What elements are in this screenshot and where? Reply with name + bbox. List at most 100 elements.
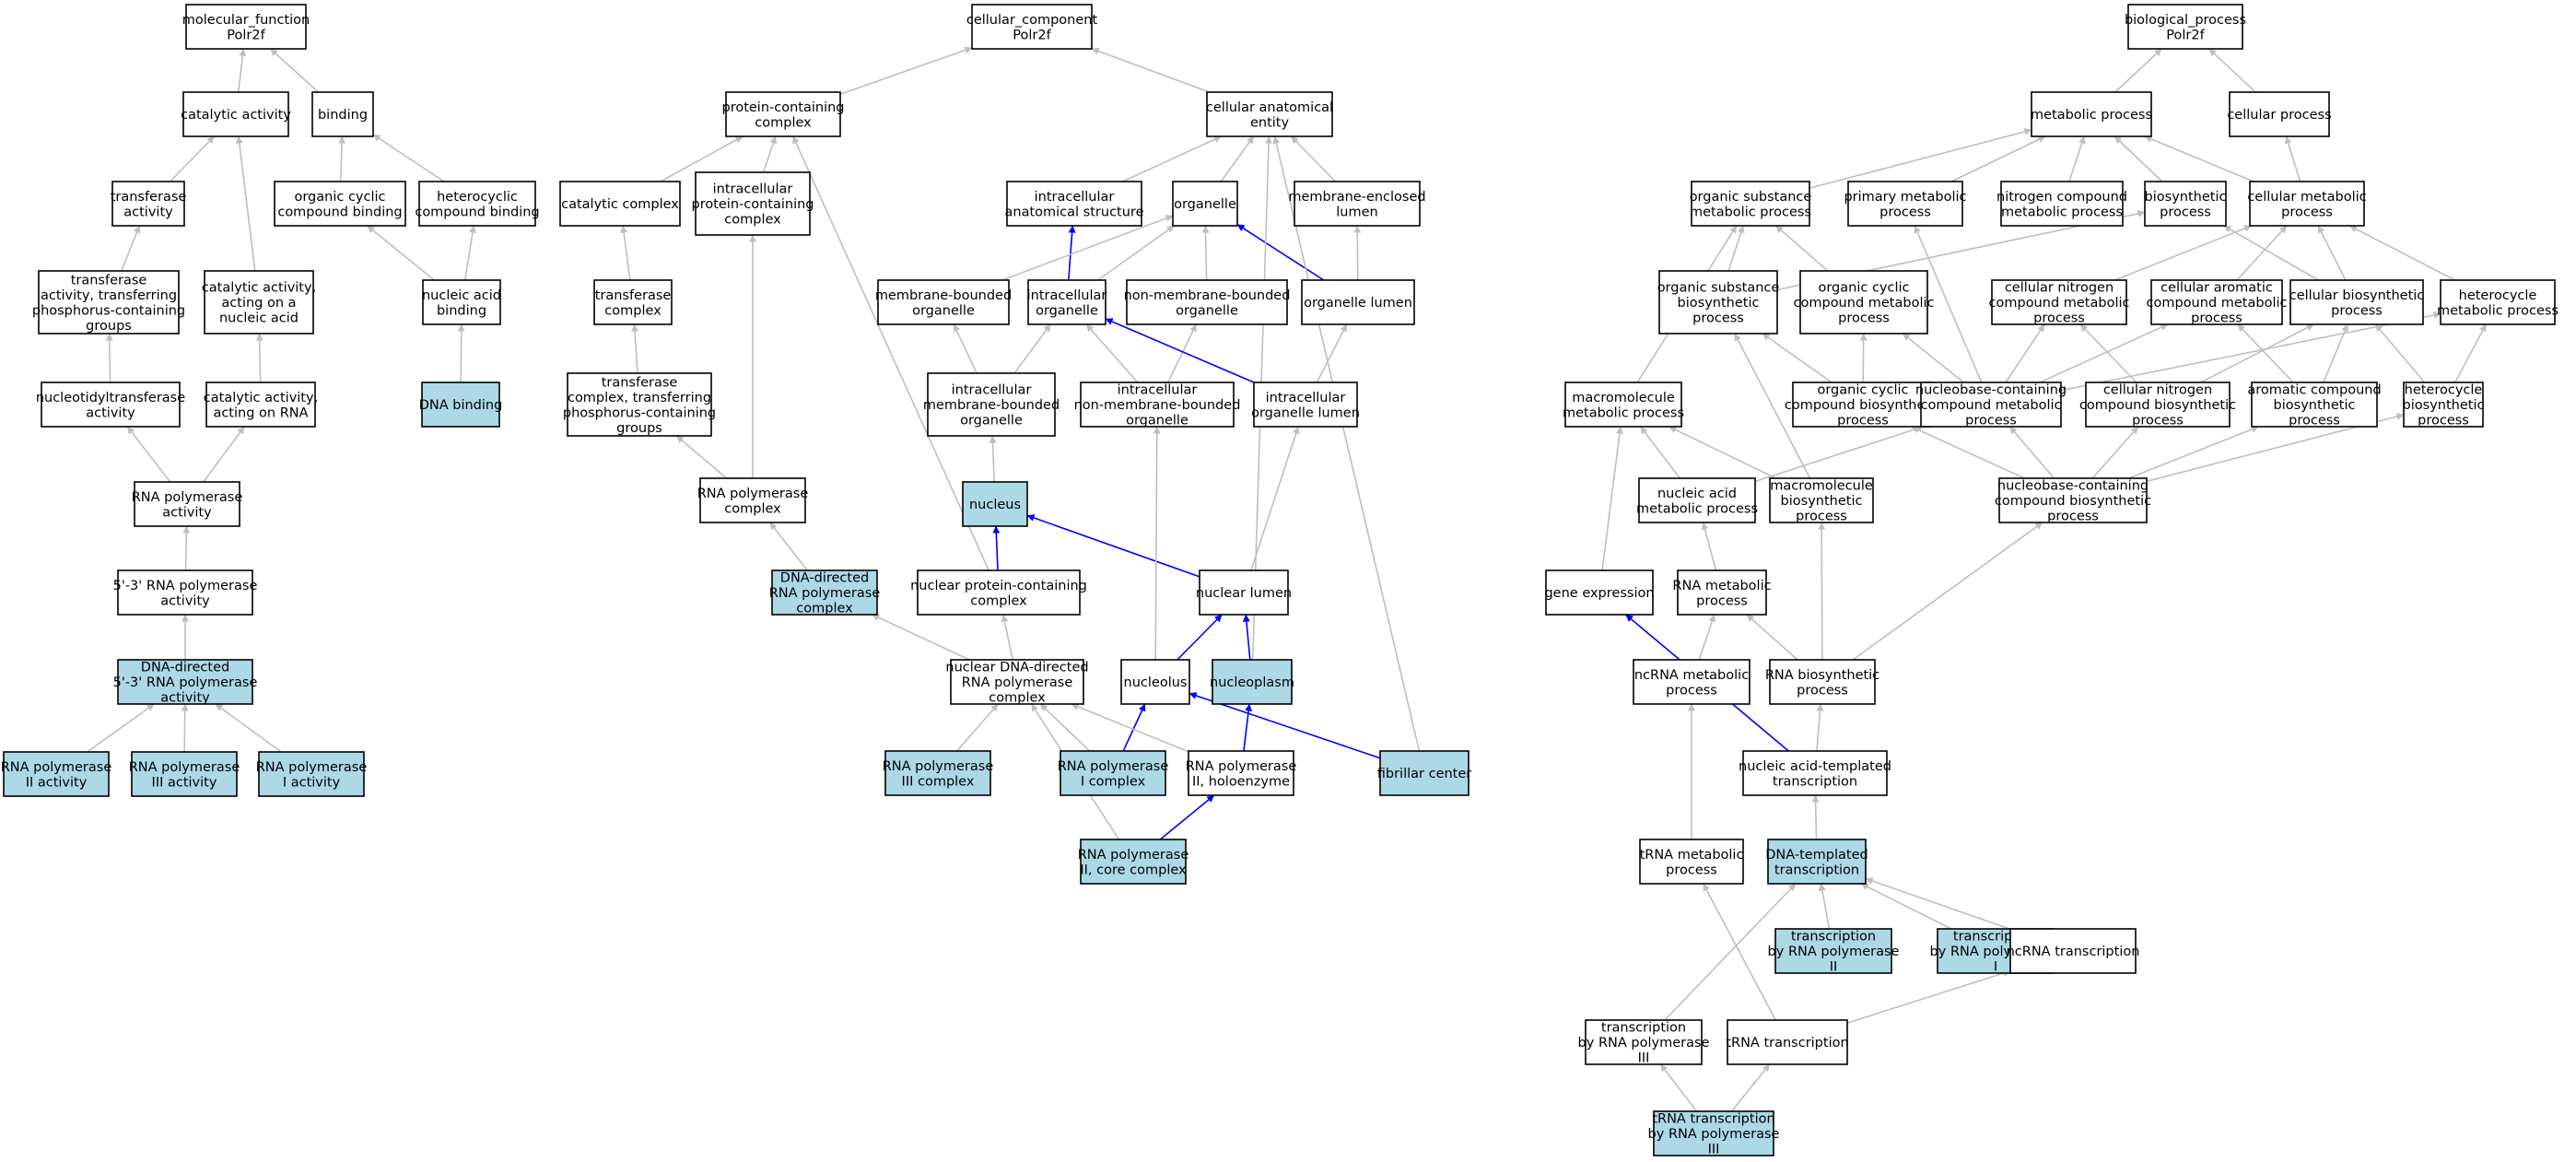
- node-catalytic-activity-rna[interactable]: catalytic activity,acting on RNA: [204, 381, 318, 428]
- node-organelle-lumen[interactable]: organelle lumen: [1301, 279, 1415, 325]
- edge-line: [1914, 225, 1983, 383]
- node-catalytic-complex[interactable]: catalytic complex: [559, 181, 681, 227]
- edge-line: [2039, 323, 2169, 383]
- node-label-line: process: [1696, 593, 1748, 608]
- node-gene-expression[interactable]: gene expression: [1544, 569, 1655, 616]
- node-label-line: DNA-directed: [141, 661, 229, 675]
- node-label-line: nucleotidyltransferase: [36, 391, 185, 405]
- node-catalytic-activity[interactable]: catalytic activity: [181, 91, 291, 137]
- edge-intracellular-non-membrane-bounded-organelle-to-non-membrane-bounded-organelle: [1166, 323, 1198, 383]
- node-cellular-process[interactable]: cellular process: [2227, 91, 2332, 137]
- node-label-line: process: [2160, 205, 2211, 219]
- node-box: [311, 91, 374, 137]
- node-nucleolus[interactable]: nucleolus: [1120, 659, 1190, 705]
- node-box: [2440, 279, 2556, 325]
- node-metabolic-process[interactable]: metabolic process: [2031, 91, 2152, 137]
- node-dna-binding[interactable]: DNA binding: [419, 381, 503, 428]
- edge-line: [1733, 333, 1811, 479]
- edge-organelle-lumen-to-organelle: [1236, 223, 1325, 281]
- node-trna-transcription[interactable]: tRNA transcription: [1726, 1019, 1849, 1065]
- node-nucleus[interactable]: nucleus: [962, 481, 1028, 527]
- edge-line: [1201, 225, 1210, 281]
- node-nucleoplasm[interactable]: nucleoplasm: [1210, 659, 1294, 705]
- node-label-line: III activity: [152, 775, 217, 790]
- node-nuclear-lumen[interactable]: nuclear lumen: [1196, 569, 1292, 616]
- node-ncrna-transcription[interactable]: ncRNA transcription: [2007, 928, 2140, 974]
- node-binding[interactable]: binding: [311, 91, 374, 137]
- edge-line: [1775, 225, 1829, 272]
- edge-line: [1013, 323, 1051, 374]
- edge-line: [1122, 703, 1146, 752]
- node-intracellular-non-membrane-bounded-organelle[interactable]: intracellularnon-membrane-boundedorganel…: [1074, 381, 1241, 428]
- edge-primary-metabolic-process-to-metabolic-process: [1950, 135, 2046, 182]
- node-organelle[interactable]: organelle: [1172, 181, 1238, 227]
- node-fibrillar-center[interactable]: fibrillar center: [1377, 750, 1472, 796]
